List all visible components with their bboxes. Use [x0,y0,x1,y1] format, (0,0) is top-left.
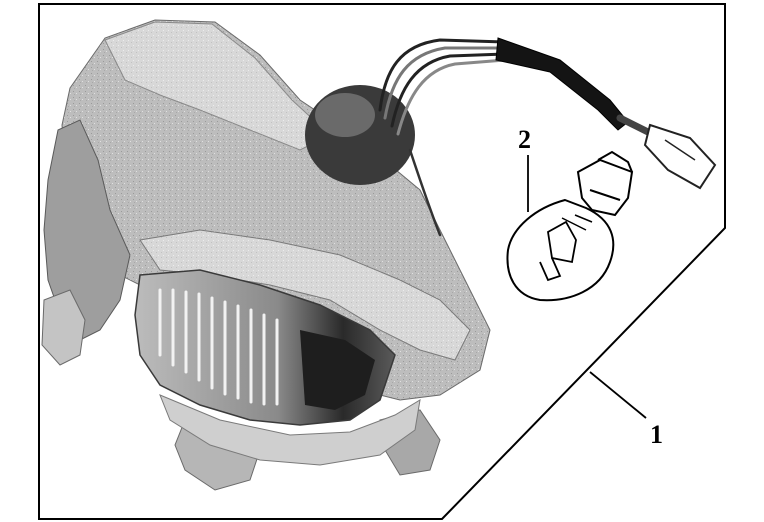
lens-reflector [300,330,375,410]
wire-connector [643,123,717,190]
callout-2: 2 [518,125,531,154]
headlight-assembly [41,19,491,491]
figure-frame [38,3,726,520]
bulb-base-pin [597,150,633,173]
wiring-harness [378,37,664,237]
bulb-base [576,158,634,217]
mount-bracket-left [41,289,86,366]
bulb-filament [547,220,577,264]
bulb [506,150,634,302]
headlight-lower-shell [159,394,421,466]
headlight-left-side [43,119,131,341]
leader-line-1 [589,371,647,419]
bulb-glass [506,198,615,302]
lens-ribs [158,288,279,406]
callout-1: 1 [650,420,663,449]
bulb-socket-rim [315,93,375,137]
